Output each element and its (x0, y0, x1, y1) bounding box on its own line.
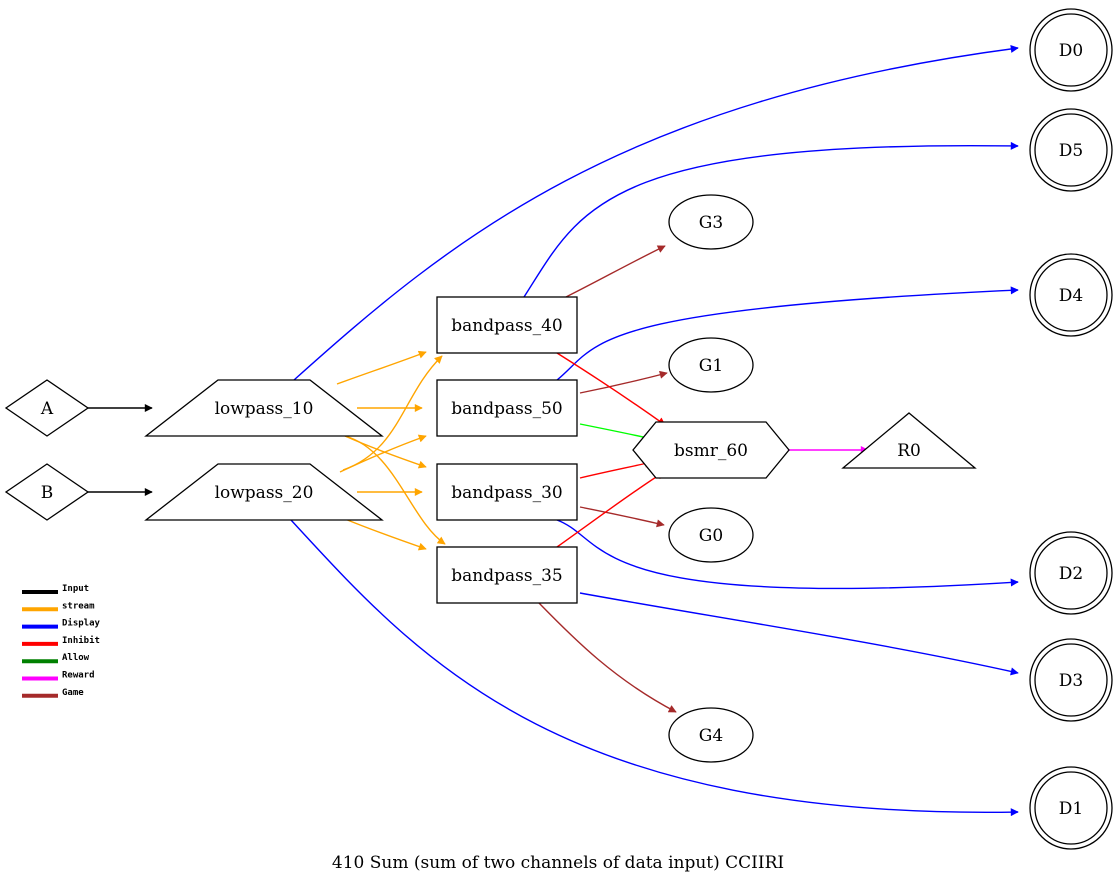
node-label-bsmr-60: bsmr_60 (674, 441, 748, 461)
node-label-b: B (41, 483, 54, 503)
edge-lowpass-10-to-d0 (293, 44, 1019, 381)
edge-bandpass-35-to-g4 (538, 602, 677, 713)
edge-bandpass-35-to-bsmr-60 (556, 471, 665, 548)
edge-bandpass-40-to-d5 (523, 141, 1019, 298)
node-label-d2: D2 (1059, 564, 1083, 584)
legend-item-inhibit: Inhibit (22, 635, 100, 646)
node-shape-g1 (668, 337, 754, 393)
node-label-g4: G4 (699, 726, 723, 746)
node-g3: G3 (668, 194, 754, 250)
node-label-a: A (40, 399, 54, 419)
node-shape-bandpass-40 (436, 296, 578, 354)
legend-item-game: Game (22, 688, 84, 698)
node-d4: D4 (1029, 253, 1113, 337)
node-label-lowpass-10: lowpass_10 (215, 399, 314, 419)
edge-lowpass-20-to-bandpass-50 (339, 434, 427, 473)
diagram-caption: 410 Sum (sum of two channels of data inp… (332, 853, 784, 873)
node-inner-ring-d0 (1034, 13, 1108, 87)
node-shape-g0 (668, 507, 754, 563)
node-d0: D0 (1029, 8, 1113, 92)
node-shape-bsmr-60 (632, 421, 790, 479)
node-inner-ring-d2 (1034, 536, 1108, 610)
edge-bandpass-50-to-d4 (556, 286, 1019, 381)
node-lowpass-10: lowpass_10 (144, 379, 384, 437)
node-label-d5: D5 (1059, 141, 1083, 161)
node-bandpass-40: bandpass_40 (436, 296, 578, 354)
node-inner-ring-d4 (1034, 258, 1108, 332)
node-bsmr-60: bsmr_60 (632, 421, 790, 479)
edge-bandpass-50-to-bsmr-60 (579, 423, 653, 442)
node-shape-lowpass-10 (144, 379, 384, 437)
node-shape-lowpass-20 (144, 463, 384, 521)
node-bandpass-50: bandpass_50 (436, 379, 578, 437)
legend-item-reward: Reward (22, 671, 95, 681)
node-label-bandpass-40: bandpass_40 (451, 316, 562, 336)
node-shape-g4 (668, 707, 754, 763)
node-bandpass-35: bandpass_35 (436, 546, 578, 604)
edge-bandpass-30-to-g0 (579, 506, 665, 528)
edge-bandpass-40-to-g3 (565, 245, 666, 298)
legend-item-stream: stream (22, 601, 95, 612)
edge-bandpass-35-to-d3 (579, 592, 1019, 676)
legend-label-inhibit: Inhibit (62, 635, 100, 646)
legend-label-display: Display (62, 618, 101, 629)
node-shape-a (4, 379, 90, 437)
node-shape-g3 (668, 194, 754, 250)
edge-lowpass-20-to-bandpass-35 (344, 518, 427, 551)
node-label-r0: R0 (897, 441, 921, 461)
node-g0: G0 (668, 507, 754, 563)
node-label-g1: G1 (699, 356, 723, 376)
edge-bandpass-40-to-bsmr-60 (556, 352, 666, 426)
node-g4: G4 (668, 707, 754, 763)
node-label-d1: D1 (1059, 799, 1083, 819)
node-b: B (4, 463, 90, 521)
node-label-bandpass-50: bandpass_50 (451, 399, 562, 419)
edge-layer (88, 44, 1019, 817)
edge-lowpass-10-to-bandpass-40 (336, 350, 427, 385)
node-a: A (4, 379, 90, 437)
edge-bandpass-30-to-bsmr-60 (579, 459, 653, 479)
node-shape-bandpass-50 (436, 379, 578, 437)
legend-label-game: Game (62, 688, 84, 698)
edge-lowpass-20-to-d1 (290, 519, 1019, 817)
node-label-bandpass-30: bandpass_30 (451, 483, 562, 503)
node-label-g0: G0 (699, 526, 723, 546)
node-lowpass-20: lowpass_20 (144, 463, 384, 521)
node-inner-ring-d5 (1034, 113, 1108, 187)
legend-label-allow: Allow (62, 653, 90, 663)
node-label-lowpass-20: lowpass_20 (215, 483, 314, 503)
legend-label-reward: Reward (62, 671, 95, 681)
node-shape-b (4, 463, 90, 521)
edge-bandpass-50-to-g1 (579, 370, 668, 394)
edge-lowpass-10-to-bandpass-35 (344, 435, 446, 545)
node-d1: D1 (1029, 766, 1113, 850)
node-shape-bandpass-30 (436, 463, 578, 521)
legend-label-input: Input (62, 584, 89, 594)
legend-label-stream: stream (62, 601, 95, 611)
node-d2: D2 (1029, 531, 1113, 615)
node-d5: D5 (1029, 108, 1113, 192)
node-inner-ring-d3 (1034, 643, 1108, 717)
node-label-d3: D3 (1059, 671, 1083, 691)
node-inner-ring-d1 (1034, 771, 1108, 845)
legend-item-display: Display (22, 618, 101, 629)
edge-lowpass-20-to-bandpass-40 (342, 355, 443, 471)
node-label-d0: D0 (1059, 41, 1083, 61)
node-label-bandpass-35: bandpass_35 (451, 566, 562, 586)
legend-item-allow: Allow (22, 653, 90, 664)
edge-bandpass-30-to-d2 (556, 519, 1019, 590)
node-shape-r0 (841, 412, 977, 469)
node-r0: R0 (841, 412, 977, 469)
node-shape-bandpass-35 (436, 546, 578, 604)
node-label-d4: D4 (1059, 286, 1083, 306)
node-g1: G1 (668, 337, 754, 393)
node-bandpass-30: bandpass_30 (436, 463, 578, 521)
node-d3: D3 (1029, 638, 1113, 722)
legend-item-input: Input (22, 584, 89, 594)
node-label-g3: G3 (699, 213, 723, 233)
